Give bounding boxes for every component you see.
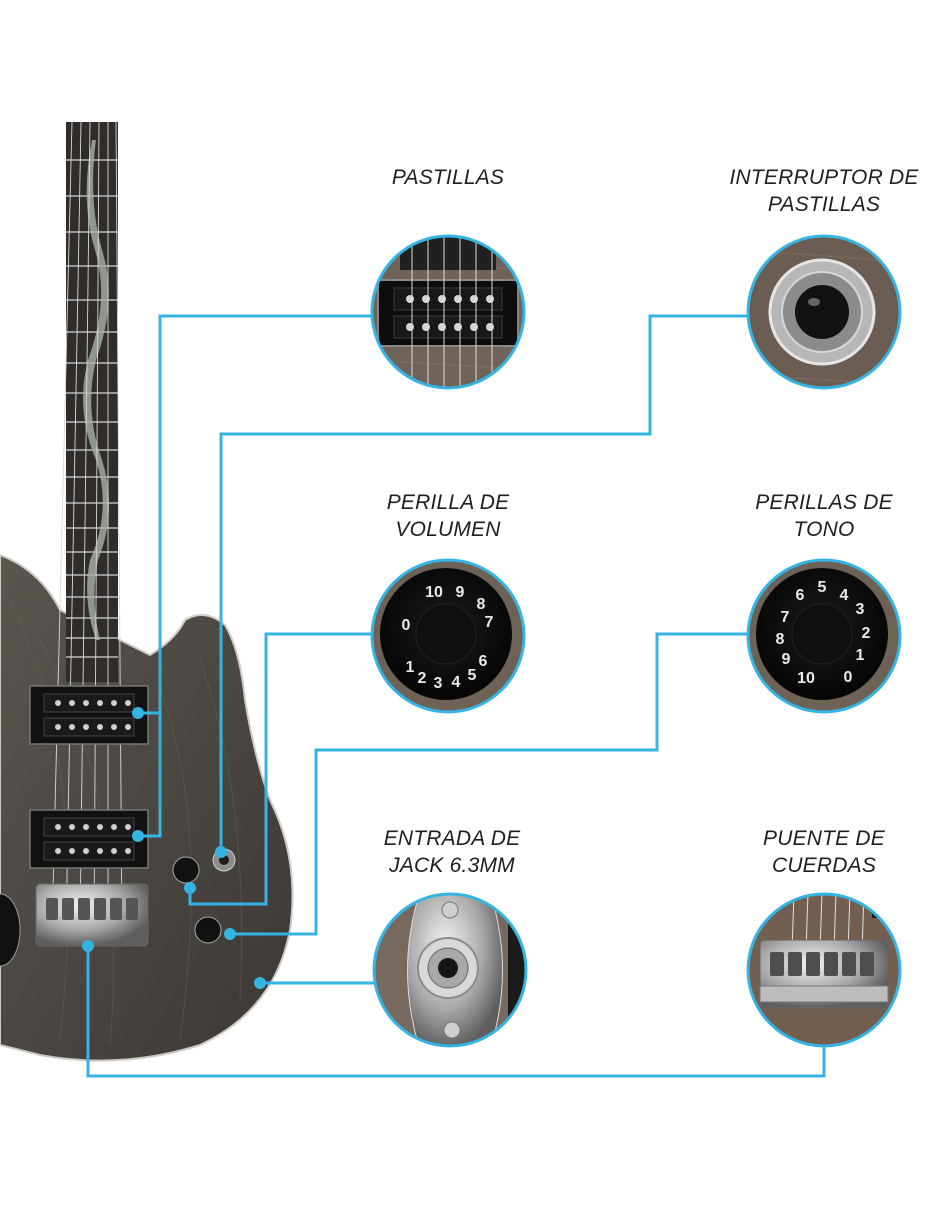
label-string-bridge: PUENTE DE CUERDAS xyxy=(704,825,940,879)
label-volume-knob: PERILLA DE VOLUMEN xyxy=(328,489,568,543)
guitar-body xyxy=(0,553,294,1062)
svg-text:9: 9 xyxy=(456,584,465,601)
svg-text:3: 3 xyxy=(434,675,443,692)
detail-circle-string-bridge xyxy=(746,892,902,1048)
svg-text:5: 5 xyxy=(468,667,477,684)
label-tone-knobs-line-2: TONO xyxy=(793,518,855,541)
dot-bridge xyxy=(82,940,94,952)
dot-switch xyxy=(215,846,227,858)
connector-pickups xyxy=(138,314,372,838)
label-string-bridge-line-2: CUERDAS xyxy=(771,854,877,877)
svg-text:4: 4 xyxy=(840,587,849,604)
svg-text:10: 10 xyxy=(797,670,815,687)
dot-jack xyxy=(254,977,266,989)
body-volume-knob xyxy=(172,856,200,884)
svg-text:7: 7 xyxy=(485,614,494,631)
neck-pickup xyxy=(29,685,149,745)
label-pickups: PASTILLAS xyxy=(328,164,568,191)
body-badge xyxy=(0,893,21,967)
svg-text:6: 6 xyxy=(479,653,488,670)
connector-volume xyxy=(188,632,372,906)
svg-text:2: 2 xyxy=(862,625,871,642)
label-jack-input: ENTRADA DE JACK 6.3MM xyxy=(332,825,572,879)
bridge-pickup xyxy=(29,809,149,869)
connector-tone xyxy=(230,632,748,936)
svg-text:6: 6 xyxy=(796,587,805,604)
label-pickup-switch: INTERRUPTOR DE PASTILLAS xyxy=(704,164,940,218)
label-pickups-line-1: PASTILLAS xyxy=(391,166,505,189)
svg-text:3: 3 xyxy=(856,601,865,618)
guitar-photo xyxy=(0,121,294,1062)
svg-text:5: 5 xyxy=(818,579,827,596)
svg-text:1: 1 xyxy=(856,647,865,664)
connector-pickup-switch xyxy=(219,314,748,852)
dot-bridge-pickup xyxy=(132,830,144,842)
detail-circle-pickups xyxy=(370,234,526,390)
dot-neck-pickup xyxy=(132,707,144,719)
svg-text:10: 10 xyxy=(425,584,443,601)
label-jack-input-line-2: JACK 6.3MM xyxy=(389,854,515,877)
label-jack-input-line-1: ENTRADA DE xyxy=(383,827,521,850)
svg-text:2: 2 xyxy=(418,670,427,687)
connector-endpoints xyxy=(82,707,266,989)
svg-text:4: 4 xyxy=(452,674,461,691)
callout-connectors xyxy=(86,314,826,1078)
label-pickup-switch-line-2: PASTILLAS xyxy=(767,193,881,216)
strings xyxy=(51,121,123,931)
svg-text:7: 7 xyxy=(781,609,790,626)
svg-text:8: 8 xyxy=(477,596,486,613)
body-tone-knob xyxy=(194,916,222,944)
detail-circle-pickup-switch xyxy=(746,234,902,390)
label-tone-knobs-line-1: PERILLAS DE xyxy=(755,491,893,514)
guitar-bridge xyxy=(35,883,149,947)
dot-volume xyxy=(184,882,196,894)
connector-bridge xyxy=(86,946,826,1078)
dot-tone xyxy=(224,928,236,940)
svg-text:0: 0 xyxy=(844,669,853,686)
label-tone-knobs: PERILLAS DE TONO xyxy=(704,489,940,543)
svg-text:1: 1 xyxy=(406,659,415,676)
svg-text:0: 0 xyxy=(402,617,411,634)
label-volume-knob-line-2: VOLUMEN xyxy=(395,518,501,541)
svg-text:9: 9 xyxy=(782,651,791,668)
detail-circle-output-jack xyxy=(372,892,528,1048)
label-pickup-switch-line-1: INTERRUPTOR DE xyxy=(729,166,919,189)
svg-text:8: 8 xyxy=(776,631,785,648)
label-volume-knob-line-1: PERILLA DE xyxy=(386,491,510,514)
label-string-bridge-line-1: PUENTE DE xyxy=(763,827,885,850)
flame-inlay xyxy=(83,140,110,640)
